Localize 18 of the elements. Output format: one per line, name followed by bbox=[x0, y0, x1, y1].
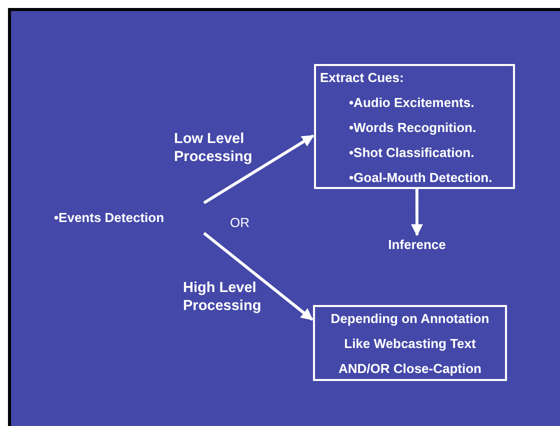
connector-word: OR bbox=[230, 215, 250, 231]
node-text: •Shot Classification. bbox=[349, 145, 474, 161]
arrow bbox=[203, 134, 314, 204]
node-text: •Events Detection bbox=[54, 210, 164, 226]
node-text: Depending on Annotation bbox=[330, 311, 490, 327]
node-text: Like Webcasting Text bbox=[344, 336, 476, 352]
arrow bbox=[203, 232, 314, 321]
node-text: AND/OR Close-Caption bbox=[338, 361, 482, 377]
edge-label: Low Level Processing bbox=[174, 130, 254, 166]
node-text: •Words Recognition. bbox=[349, 120, 476, 136]
edge-label: High Level Processing bbox=[183, 279, 262, 315]
box-heading: Extract Cues: bbox=[320, 70, 404, 86]
node-text: Inference bbox=[388, 237, 446, 253]
process-box bbox=[314, 64, 515, 189]
node-text: •Audio Excitements. bbox=[349, 95, 474, 111]
node-text: •Goal-Mouth Detection. bbox=[349, 170, 492, 186]
arrow bbox=[410, 189, 423, 236]
process-box bbox=[313, 305, 507, 381]
